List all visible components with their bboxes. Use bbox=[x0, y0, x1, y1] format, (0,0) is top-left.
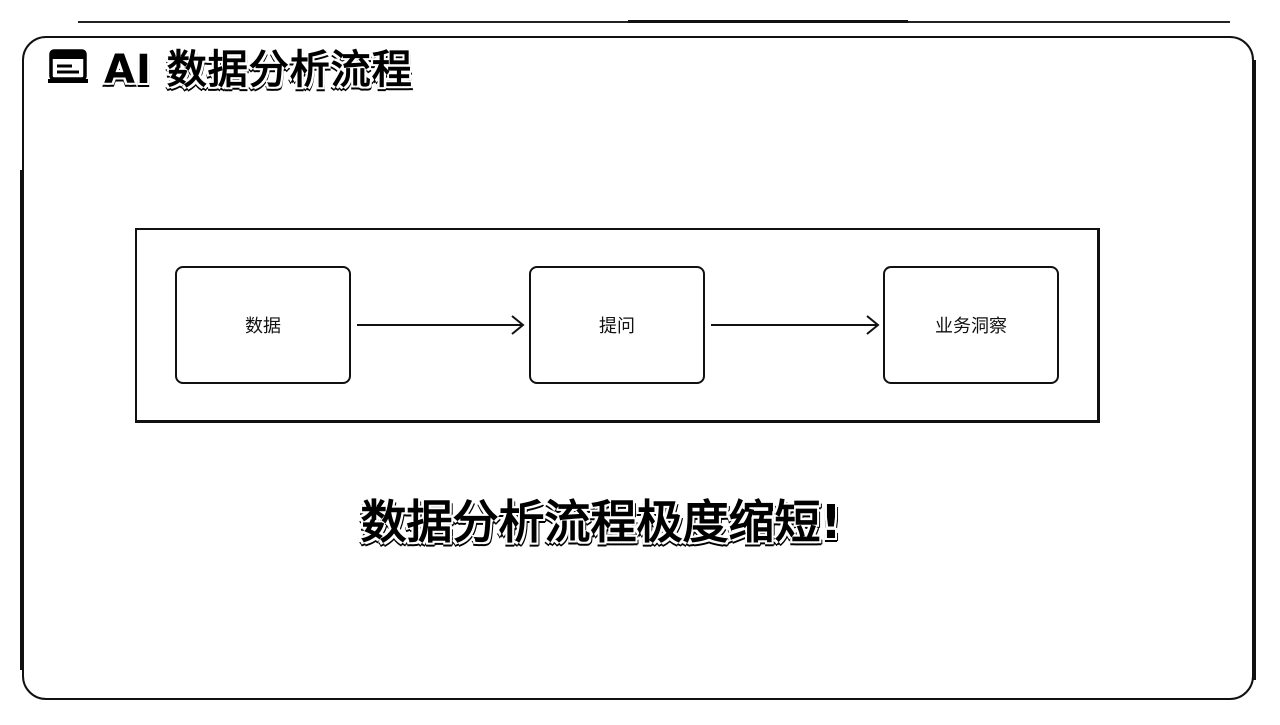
card-edge-left bbox=[20, 170, 23, 670]
flow-node-label: 业务洞察 bbox=[935, 316, 1007, 337]
card-edge-right bbox=[1253, 60, 1256, 680]
flow-node-label: 提问 bbox=[599, 316, 635, 337]
flow-node-data: 数据 bbox=[175, 266, 351, 384]
page-title: AI 数据分析流程 bbox=[104, 47, 413, 93]
flow-node-insight: 业务洞察 bbox=[883, 266, 1059, 384]
flow-node-label: 数据 bbox=[245, 316, 281, 337]
slide-header: AI 数据分析流程 bbox=[48, 40, 413, 93]
top-divider-accent bbox=[628, 20, 908, 23]
caption-text: 数据分析流程极度缩短! bbox=[360, 495, 842, 549]
note-icon bbox=[48, 49, 90, 83]
flow-node-question: 提问 bbox=[529, 266, 705, 384]
flow-diagram-frame bbox=[135, 228, 1100, 423]
